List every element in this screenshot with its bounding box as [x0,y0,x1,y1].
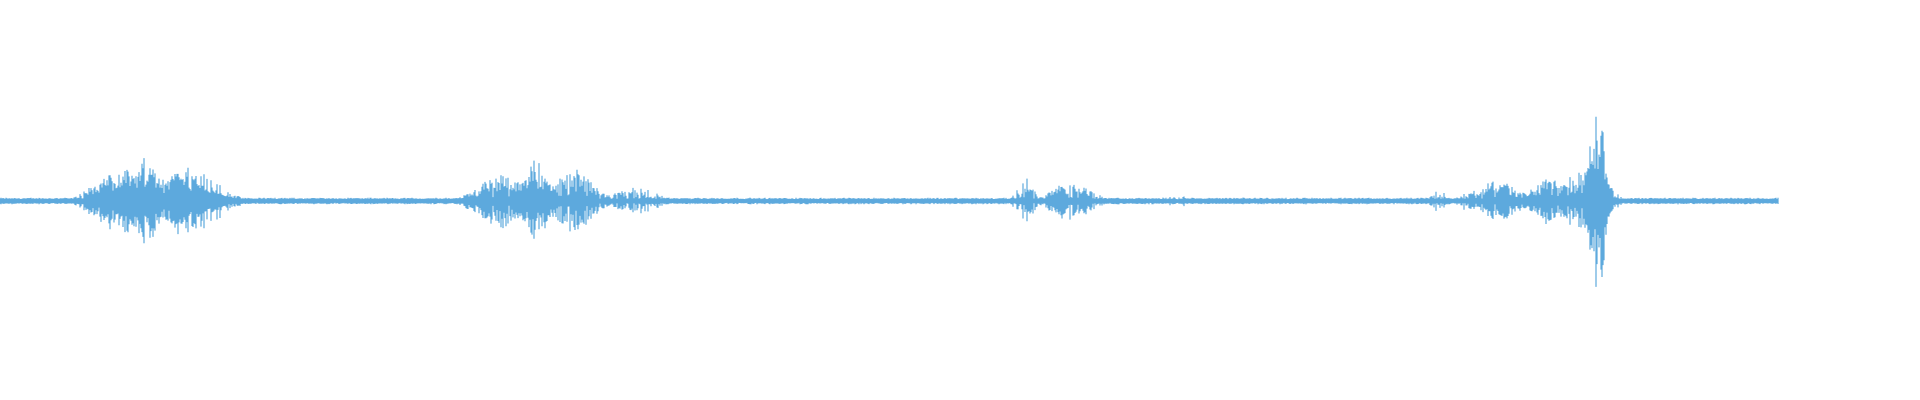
waveform-trace [0,116,1779,287]
